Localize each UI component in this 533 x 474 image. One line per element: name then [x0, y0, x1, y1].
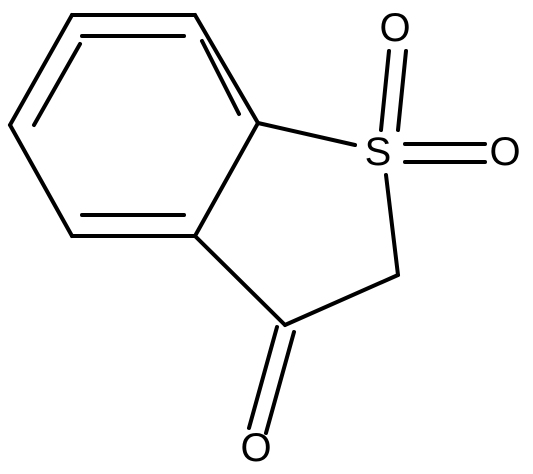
bond-c2-c3 — [193, 13, 260, 125]
atom-label-sulfur: S — [365, 130, 392, 174]
bond-c3-s — [256, 121, 357, 147]
double-bond-c-o-a — [247, 325, 279, 430]
bond-c6-c1 — [8, 13, 74, 127]
sulfone-bonds — [379, 49, 487, 164]
bond-c3-c4 — [193, 121, 260, 238]
benzene-ring — [8, 13, 260, 238]
bond-co-c4 — [193, 234, 287, 327]
double-bond-s-o-top-b — [396, 49, 408, 132]
atom-label-oxygen-right: O — [489, 130, 520, 174]
atom-label-oxygen-carbonyl: O — [240, 426, 271, 470]
bond-c5-c6 — [8, 123, 74, 238]
thiophene-ring — [193, 121, 400, 327]
bond-s-ch2 — [384, 173, 400, 277]
double-bond-c-o-b — [264, 330, 296, 435]
carbonyl-bond — [247, 325, 296, 435]
double-bond-s-o-top-a — [379, 49, 391, 132]
aromatic-inner-bond-left — [32, 42, 82, 127]
atom-label-oxygen-top: O — [379, 6, 410, 50]
bond-ch2-co — [283, 273, 400, 327]
aromatic-inner-bond-right — [200, 39, 241, 116]
